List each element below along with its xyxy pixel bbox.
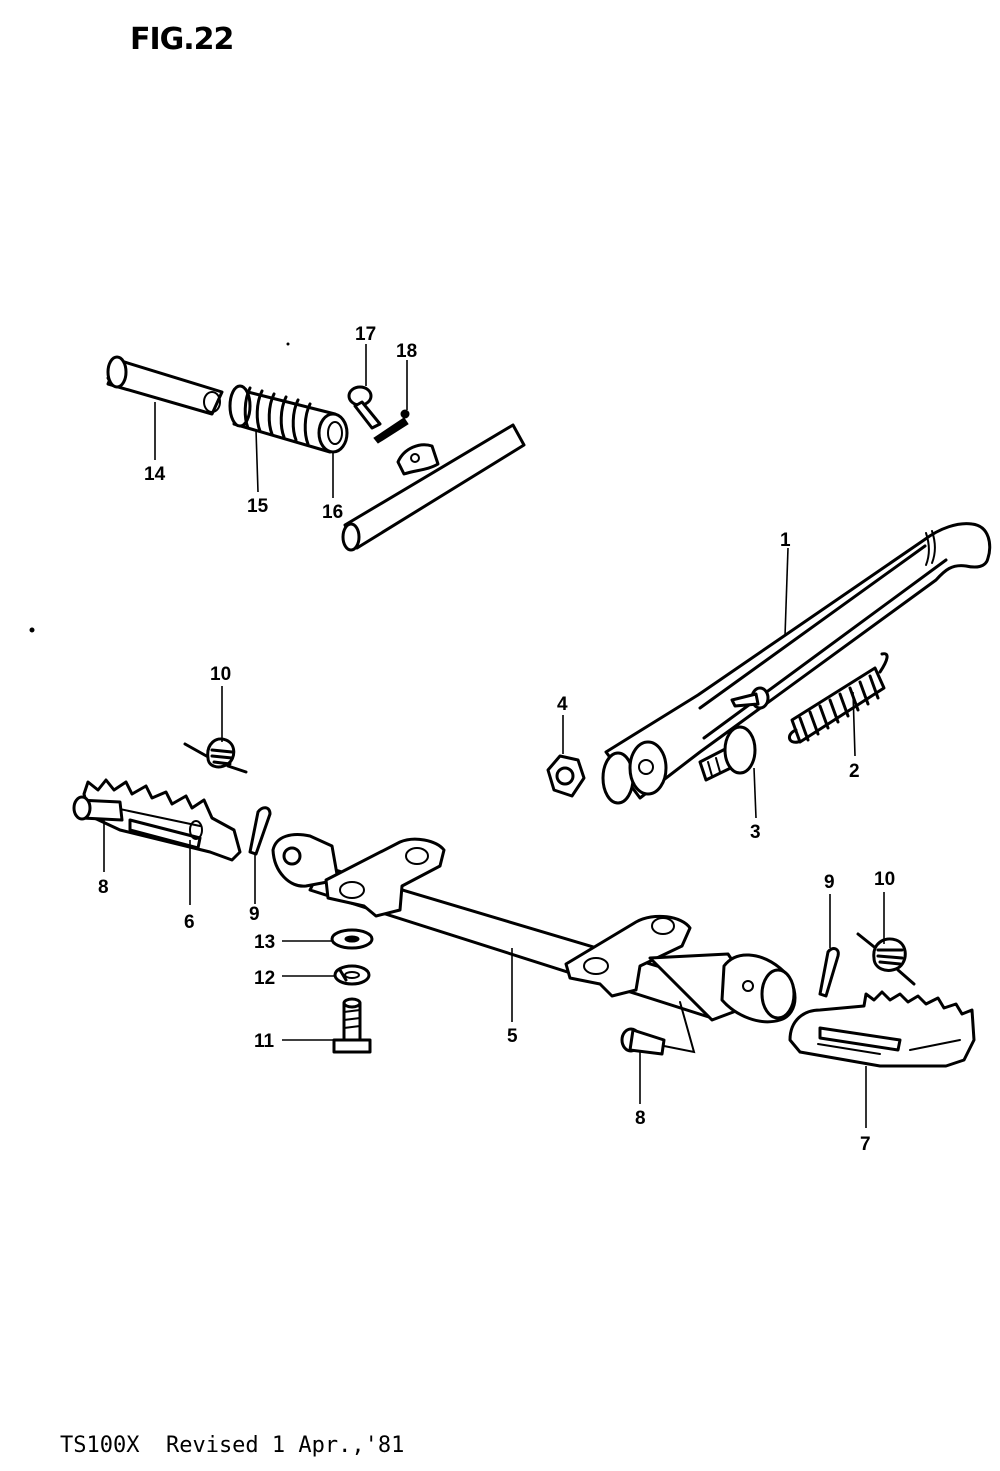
spring-10-right	[856, 932, 916, 986]
bolt-11	[332, 997, 372, 1054]
callout-10-left: 10	[210, 664, 231, 685]
figure-title: FIG.22	[130, 22, 234, 57]
callout-9-left: 9	[249, 904, 260, 925]
callout-11: 11	[254, 1031, 275, 1052]
callout-4: 4	[557, 694, 568, 715]
callout-16: 16	[322, 502, 343, 523]
callout-14: 14	[144, 464, 166, 485]
footrest-bar-5	[271, 833, 797, 1024]
cotter-pin-9-left	[248, 806, 272, 856]
clevis-pin-8-left	[72, 795, 124, 822]
washer-13	[330, 928, 374, 950]
callout-10-right: 10	[874, 869, 895, 890]
callout-labels: 1 2 3 4 5 6 7 8 8 9 9 10 10 11 12 13 14 …	[98, 324, 895, 1155]
nut-4	[546, 754, 586, 798]
callout-18: 18	[396, 341, 417, 362]
callout-6: 6	[184, 912, 195, 933]
stand-spring-2	[788, 652, 889, 744]
cotter-pin-18	[373, 409, 410, 444]
clevis-pin-17	[347, 385, 382, 430]
footrest-rubber-15	[228, 384, 337, 454]
callout-1: 1	[780, 530, 791, 551]
callout-5: 5	[507, 1026, 518, 1047]
callout-17: 17	[355, 324, 376, 345]
clevis-pin-8-right	[620, 1001, 696, 1056]
collar-16	[317, 412, 349, 454]
right-footrest-7	[788, 990, 976, 1068]
cotter-pin-9-right	[818, 947, 840, 998]
callout-9-right: 9	[824, 872, 835, 893]
side-stand-1	[601, 522, 992, 805]
leader-lines	[103, 344, 885, 1128]
callout-13: 13	[254, 932, 275, 953]
lock-washer-12	[333, 964, 371, 986]
callout-3: 3	[750, 822, 761, 843]
callout-8-left: 8	[98, 877, 109, 898]
callout-7: 7	[860, 1134, 871, 1155]
frame-tube	[341, 423, 526, 552]
spring-10-left	[183, 737, 248, 774]
callout-12: 12	[254, 968, 275, 989]
pivot-bolt-3	[698, 725, 757, 782]
callout-8-right: 8	[635, 1108, 646, 1129]
scan-speck	[29, 627, 35, 633]
callout-15: 15	[247, 496, 269, 517]
revision-footer: TS100X Revised 1 Apr.,'81	[60, 1433, 405, 1458]
callout-2: 2	[849, 761, 860, 782]
pivot-pin-14	[106, 355, 224, 416]
scan-speck	[286, 342, 290, 346]
